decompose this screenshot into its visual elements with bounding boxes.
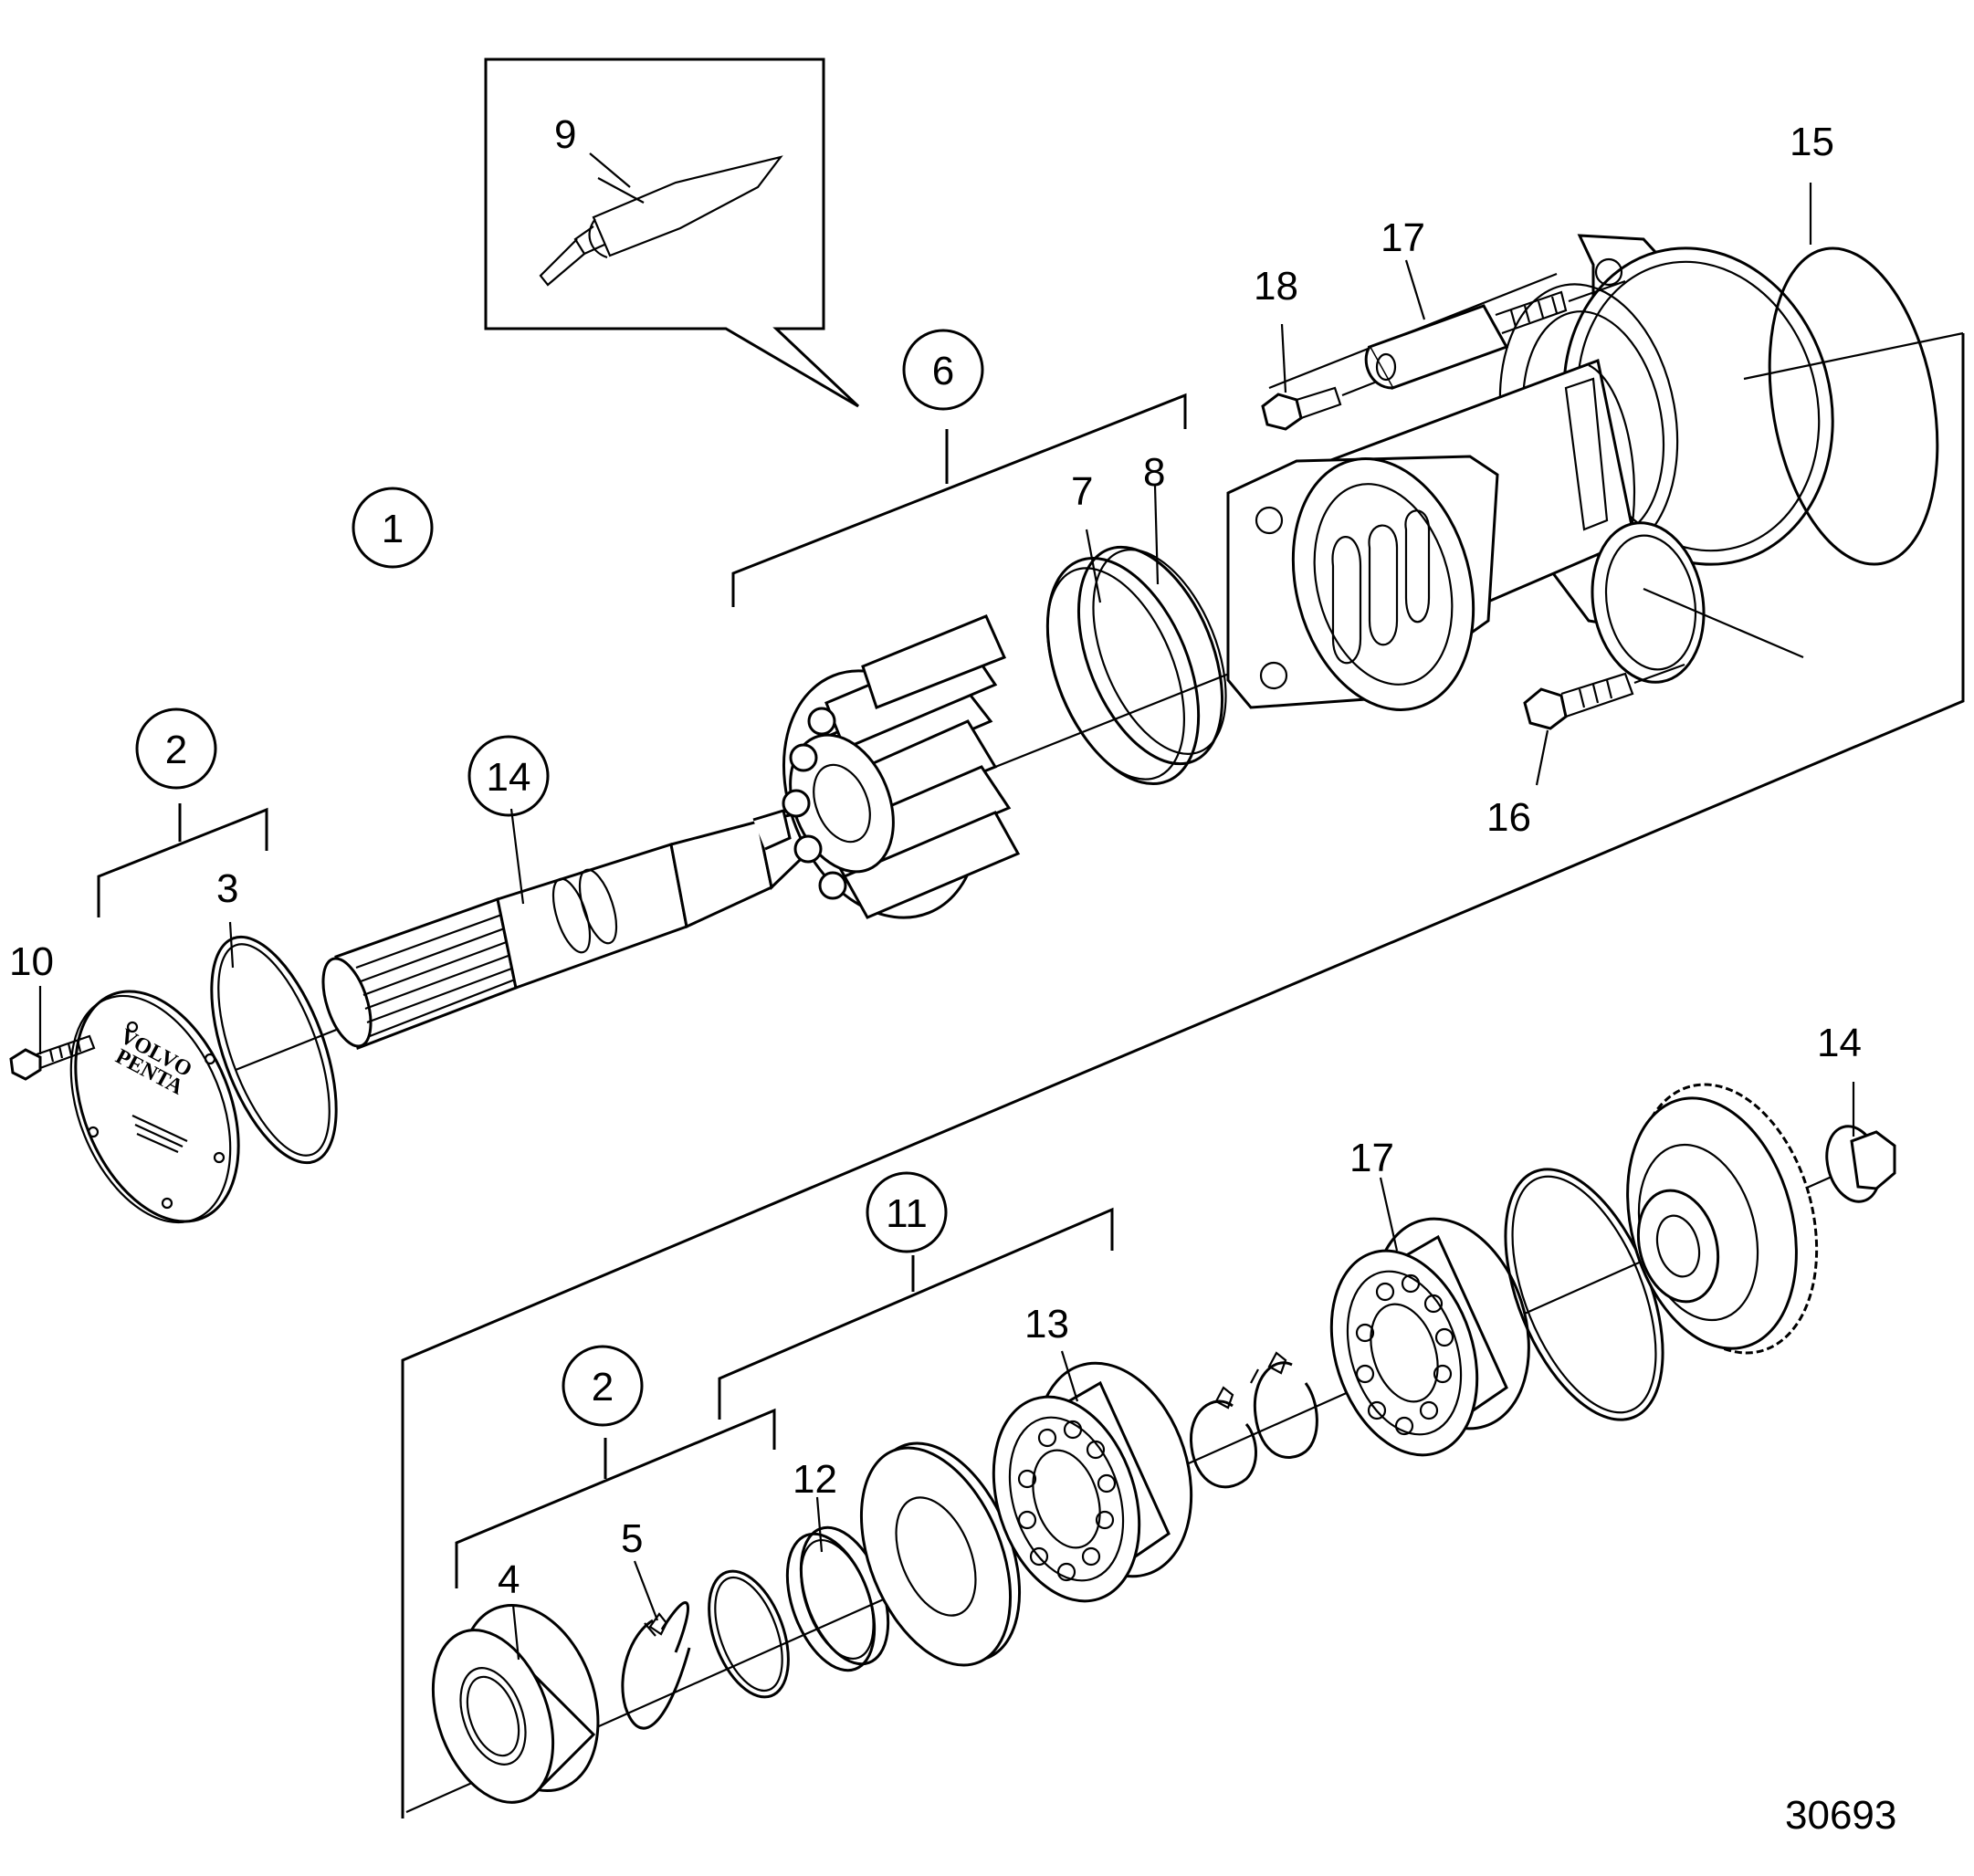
circlip-pair: [1189, 1351, 1318, 1489]
callout-17-bottom: 17: [1349, 1136, 1394, 1180]
callout-15: 15: [1790, 120, 1834, 164]
callout-12: 12: [793, 1457, 837, 1502]
bearing-17: [1329, 1217, 1530, 1457]
cover-plate: VOLVO PENTA: [9, 935, 338, 1224]
callout-17-top: 17: [1381, 215, 1425, 260]
svg-text:1: 1: [382, 507, 404, 551]
callout-6: 6: [902, 329, 984, 411]
gear-nut: [1825, 1125, 1896, 1203]
sealant-inset: [484, 58, 860, 408]
thrust-washer: [859, 1441, 1022, 1667]
stud-17: [1364, 279, 1626, 390]
leader-lines: [38, 152, 1855, 1661]
callout-13: 13: [1024, 1302, 1069, 1347]
bearing-13: [992, 1361, 1193, 1603]
svg-text:2: 2: [165, 728, 187, 772]
callout-2-bottom: 2: [562, 1345, 644, 1427]
callout-14-bottom: 14: [1817, 1021, 1862, 1065]
callout-10: 10: [9, 939, 54, 984]
group-brackets: [97, 333, 1965, 1818]
callout-4: 4: [498, 1557, 520, 1602]
callout-3: 3: [216, 866, 238, 911]
callout-9: 9: [554, 112, 576, 157]
o-ring-lower: [708, 1569, 790, 1699]
screw-18: [1261, 380, 1378, 431]
callout-14-top: 14: [467, 735, 550, 817]
pump-shaft: [321, 808, 825, 1051]
svg-text:2: 2: [592, 1365, 614, 1410]
callout-8: 8: [1143, 450, 1165, 495]
svg-text:6: 6: [932, 349, 954, 393]
o-ring-15: [1768, 246, 1939, 566]
callout-2-top: 2: [135, 707, 217, 790]
callout-16: 16: [1486, 795, 1531, 840]
callout-7: 7: [1071, 469, 1093, 514]
callout-1: 1: [352, 487, 434, 569]
callout-5: 5: [621, 1516, 643, 1561]
screw-16: [1523, 663, 1685, 730]
impeller: [782, 614, 1021, 919]
callout-labels: 9 15 17 18 7 8 16 3 10 14 17 13 12 5 4 3…: [9, 112, 1896, 1838]
callout-18: 18: [1254, 264, 1298, 309]
callout-11: 11: [866, 1171, 948, 1253]
pump-housing: [1226, 234, 1834, 711]
figure-number: 30693: [1785, 1793, 1896, 1838]
wear-rings: [1045, 545, 1227, 786]
circlip-5: [621, 1601, 691, 1730]
svg-text:14: 14: [487, 755, 531, 800]
seal-4: [431, 1603, 600, 1804]
drive-gear: [1626, 1083, 1819, 1355]
svg-text:11: 11: [886, 1191, 928, 1236]
